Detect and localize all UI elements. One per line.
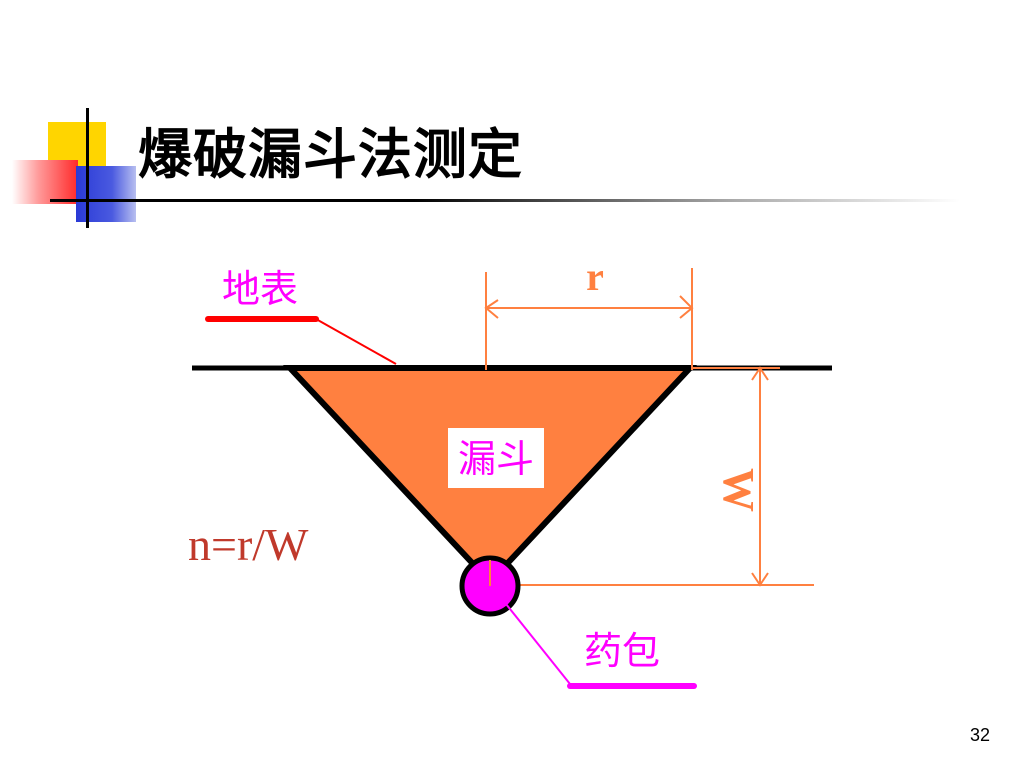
funnel-label: 漏斗: [458, 437, 534, 481]
title-underline: [50, 199, 960, 202]
decor-vertical-line: [86, 108, 89, 228]
page-number: 32: [969, 725, 990, 745]
depth-label: W: [714, 468, 763, 512]
ground-label: 地表: [222, 267, 298, 311]
ground-leader-line: [315, 318, 397, 365]
charge-leader-line: [505, 603, 571, 685]
charge-label: 药包: [584, 629, 660, 673]
radius-label: r: [586, 254, 604, 299]
page-title: 爆破漏斗法测定: [138, 122, 523, 186]
radius-dimension: [484, 268, 694, 370]
decor-red-square: [12, 160, 78, 204]
funnel-label-box: [448, 428, 544, 488]
depth-dimension: [516, 366, 814, 587]
ratio-formula: n=r/W: [188, 519, 309, 570]
